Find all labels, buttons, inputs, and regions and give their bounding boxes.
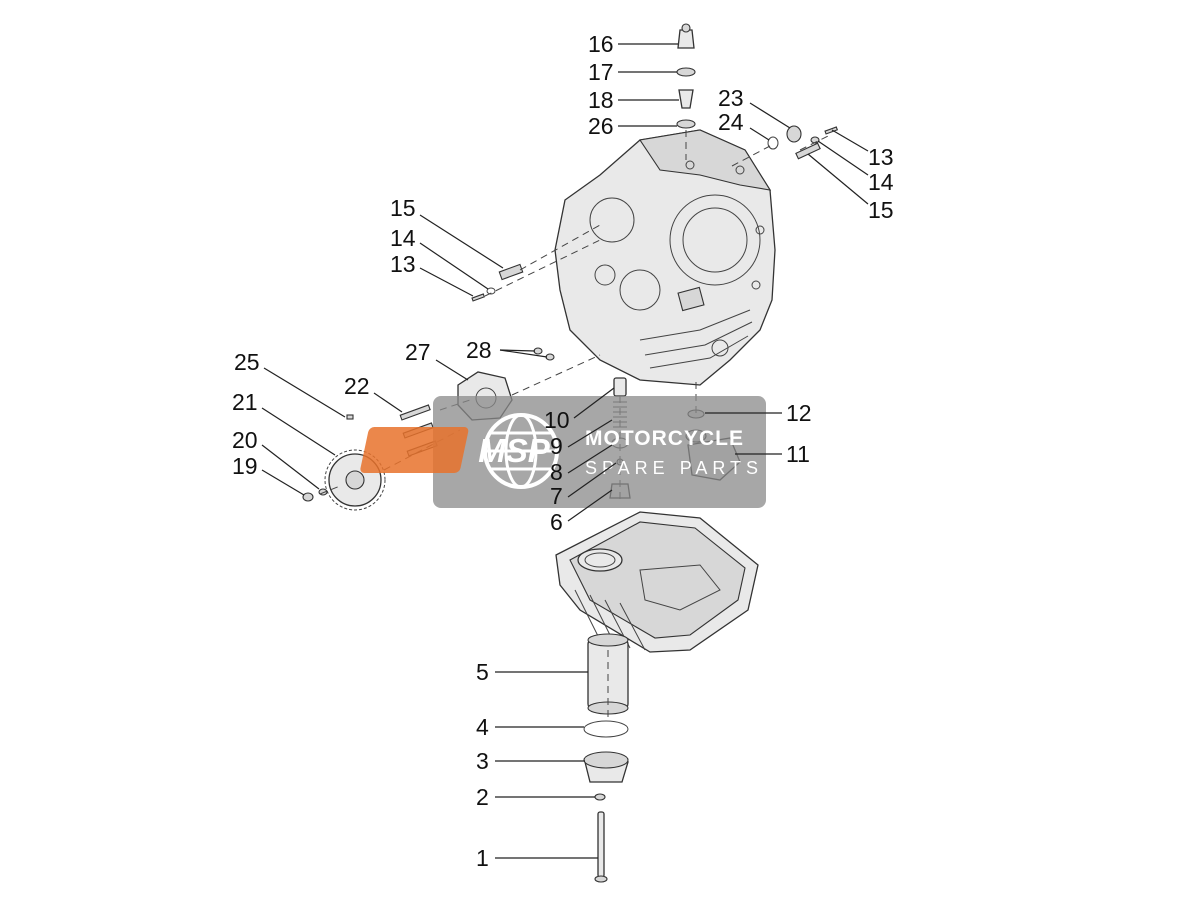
callout-14-right: 14 — [868, 169, 894, 195]
callout-18: 18 — [588, 87, 614, 113]
crankcase — [554, 129, 776, 386]
callout-23: 23 — [718, 85, 744, 111]
callout-16: 16 — [588, 31, 614, 57]
msp-logo-badge — [360, 427, 469, 473]
callout-21: 21 — [232, 389, 258, 415]
callout-13-left: 13 — [390, 251, 416, 277]
callout-26: 26 — [588, 113, 614, 139]
callout-20: 20 — [232, 427, 258, 453]
callout-17: 17 — [588, 59, 614, 85]
watermark-line2: SPARE PARTS — [585, 458, 763, 478]
callout-11: 11 — [786, 441, 810, 467]
callout-19: 19 — [232, 453, 258, 479]
watermark-panel — [433, 396, 766, 508]
watermark-line1: MOTORCYCLE — [585, 427, 744, 450]
msp-logo: MSP — [478, 432, 551, 469]
callout-25: 25 — [234, 349, 260, 375]
callout-22: 22 — [344, 373, 370, 399]
callout-12: 12 — [786, 400, 812, 426]
callout-5: 5 — [476, 659, 489, 685]
watermark: MSP MOTORCYCLE SPARE PARTS — [360, 396, 766, 508]
callout-14-left: 14 — [390, 225, 416, 251]
callout-28: 28 — [466, 337, 492, 363]
callout-8: 8 — [550, 459, 563, 485]
callout-6: 6 — [550, 509, 563, 535]
callouts: 16 17 18 26 23 24 13 14 15 15 14 13 27 2… — [232, 31, 894, 871]
callout-1: 1 — [476, 845, 489, 871]
oil-filter-assembly — [583, 633, 629, 883]
callout-15-right: 15 — [868, 197, 894, 223]
callout-24: 24 — [718, 109, 744, 135]
callout-9: 9 — [550, 433, 563, 459]
oil-pan — [555, 511, 759, 653]
callout-4: 4 — [476, 714, 489, 740]
callout-3: 3 — [476, 748, 489, 774]
right-fasteners — [767, 125, 839, 160]
callout-10: 10 — [544, 407, 570, 433]
left-fasteners — [471, 263, 555, 361]
callout-2: 2 — [476, 784, 489, 810]
top-plug-assembly — [676, 23, 696, 129]
callout-7: 7 — [550, 483, 563, 509]
callout-13-right: 13 — [868, 144, 894, 170]
callout-27: 27 — [405, 339, 431, 365]
callout-15-left: 15 — [390, 195, 416, 221]
